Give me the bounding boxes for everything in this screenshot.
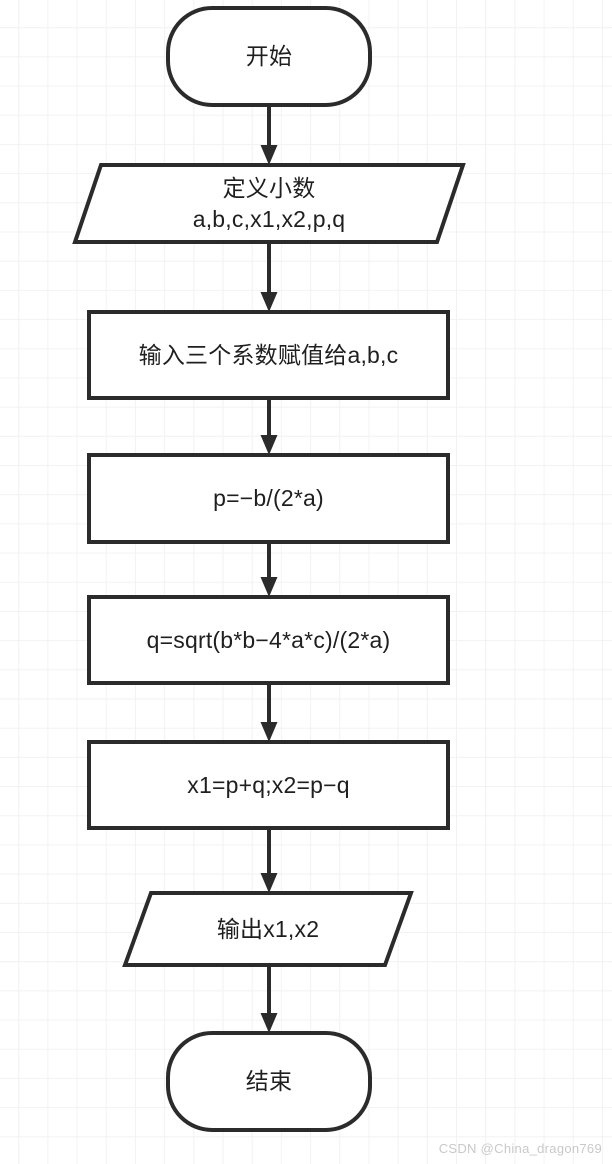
arrowhead-roots-to-output <box>260 873 278 893</box>
shapes-group <box>72 6 466 1132</box>
node-shape-compute-roots[interactable] <box>87 740 450 830</box>
node-shape-start[interactable] <box>166 6 372 107</box>
arrowhead-input-to-p <box>260 435 278 455</box>
node-shape-output-roots[interactable] <box>122 891 414 967</box>
node-shape-compute-q[interactable] <box>87 595 450 685</box>
arrowhead-output-to-end <box>260 1013 278 1033</box>
arrowhead-p-to-q <box>260 577 278 597</box>
arrowhead-start-to-declare <box>260 145 278 165</box>
arrowhead-q-to-roots <box>260 722 278 742</box>
node-shape-input-coefficients[interactable] <box>87 310 450 400</box>
connectors-group <box>260 105 278 1033</box>
watermark-text: CSDN @China_dragon769 <box>438 1141 602 1156</box>
node-shape-compute-p[interactable] <box>87 453 450 544</box>
arrowhead-declare-to-input <box>260 292 278 312</box>
node-shape-declare[interactable] <box>72 163 466 244</box>
node-shape-end[interactable] <box>166 1031 372 1132</box>
